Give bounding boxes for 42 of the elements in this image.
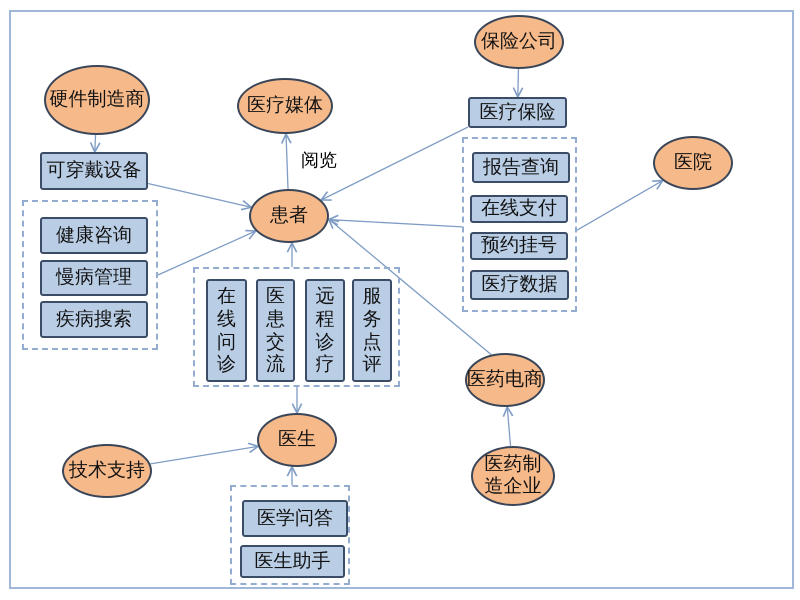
arrow xyxy=(502,406,514,446)
function-box: 远程诊疗 xyxy=(305,279,345,382)
function-box: 报告查询 xyxy=(472,152,570,183)
function-box: 可穿戴设备 xyxy=(40,152,148,190)
function-box: 在线问诊 xyxy=(206,279,247,382)
actor-ellipse: 患者 xyxy=(249,189,329,243)
actor-ellipse: 医疗媒体 xyxy=(237,78,333,134)
arrow xyxy=(320,126,468,201)
function-box: 健康咨询 xyxy=(40,217,148,254)
function-box: 预约挂号 xyxy=(470,232,568,260)
arrow xyxy=(328,214,462,228)
arrow xyxy=(512,68,524,98)
dashed-group-box xyxy=(230,485,350,585)
function-box: 医学问答 xyxy=(242,500,348,537)
actor-ellipse: 保险公司 xyxy=(474,15,564,69)
function-box: 医疗数据 xyxy=(470,270,569,300)
dashed-group-box xyxy=(22,200,158,350)
arrow xyxy=(280,133,292,190)
function-box: 服务点评 xyxy=(352,279,392,382)
arrow xyxy=(158,230,257,276)
actor-ellipse: 技术支持 xyxy=(62,444,152,498)
arrow xyxy=(90,134,101,153)
function-box: 疾病搜索 xyxy=(40,301,148,338)
arrow xyxy=(150,442,259,465)
function-box: 医生助手 xyxy=(240,545,345,578)
actor-ellipse: 医院 xyxy=(653,136,733,190)
function-box: 医患交流 xyxy=(256,279,295,382)
arrow xyxy=(576,180,664,231)
dashed-group-box xyxy=(193,267,400,387)
actor-ellipse: 医药电商 xyxy=(465,353,545,407)
actor-ellipse: 医药制造企业 xyxy=(471,446,555,506)
arrow xyxy=(148,182,252,211)
dashed-group-box xyxy=(462,137,577,312)
arrow xyxy=(286,242,298,267)
actor-ellipse: 医生 xyxy=(257,413,337,467)
function-box: 医疗保险 xyxy=(468,97,567,128)
arrow xyxy=(292,387,302,414)
arrow xyxy=(286,466,298,485)
actor-ellipse: 硬件制造商 xyxy=(44,65,150,135)
function-box: 慢病管理 xyxy=(40,260,148,296)
function-box: 在线支付 xyxy=(470,195,568,223)
arrow xyxy=(328,218,492,356)
